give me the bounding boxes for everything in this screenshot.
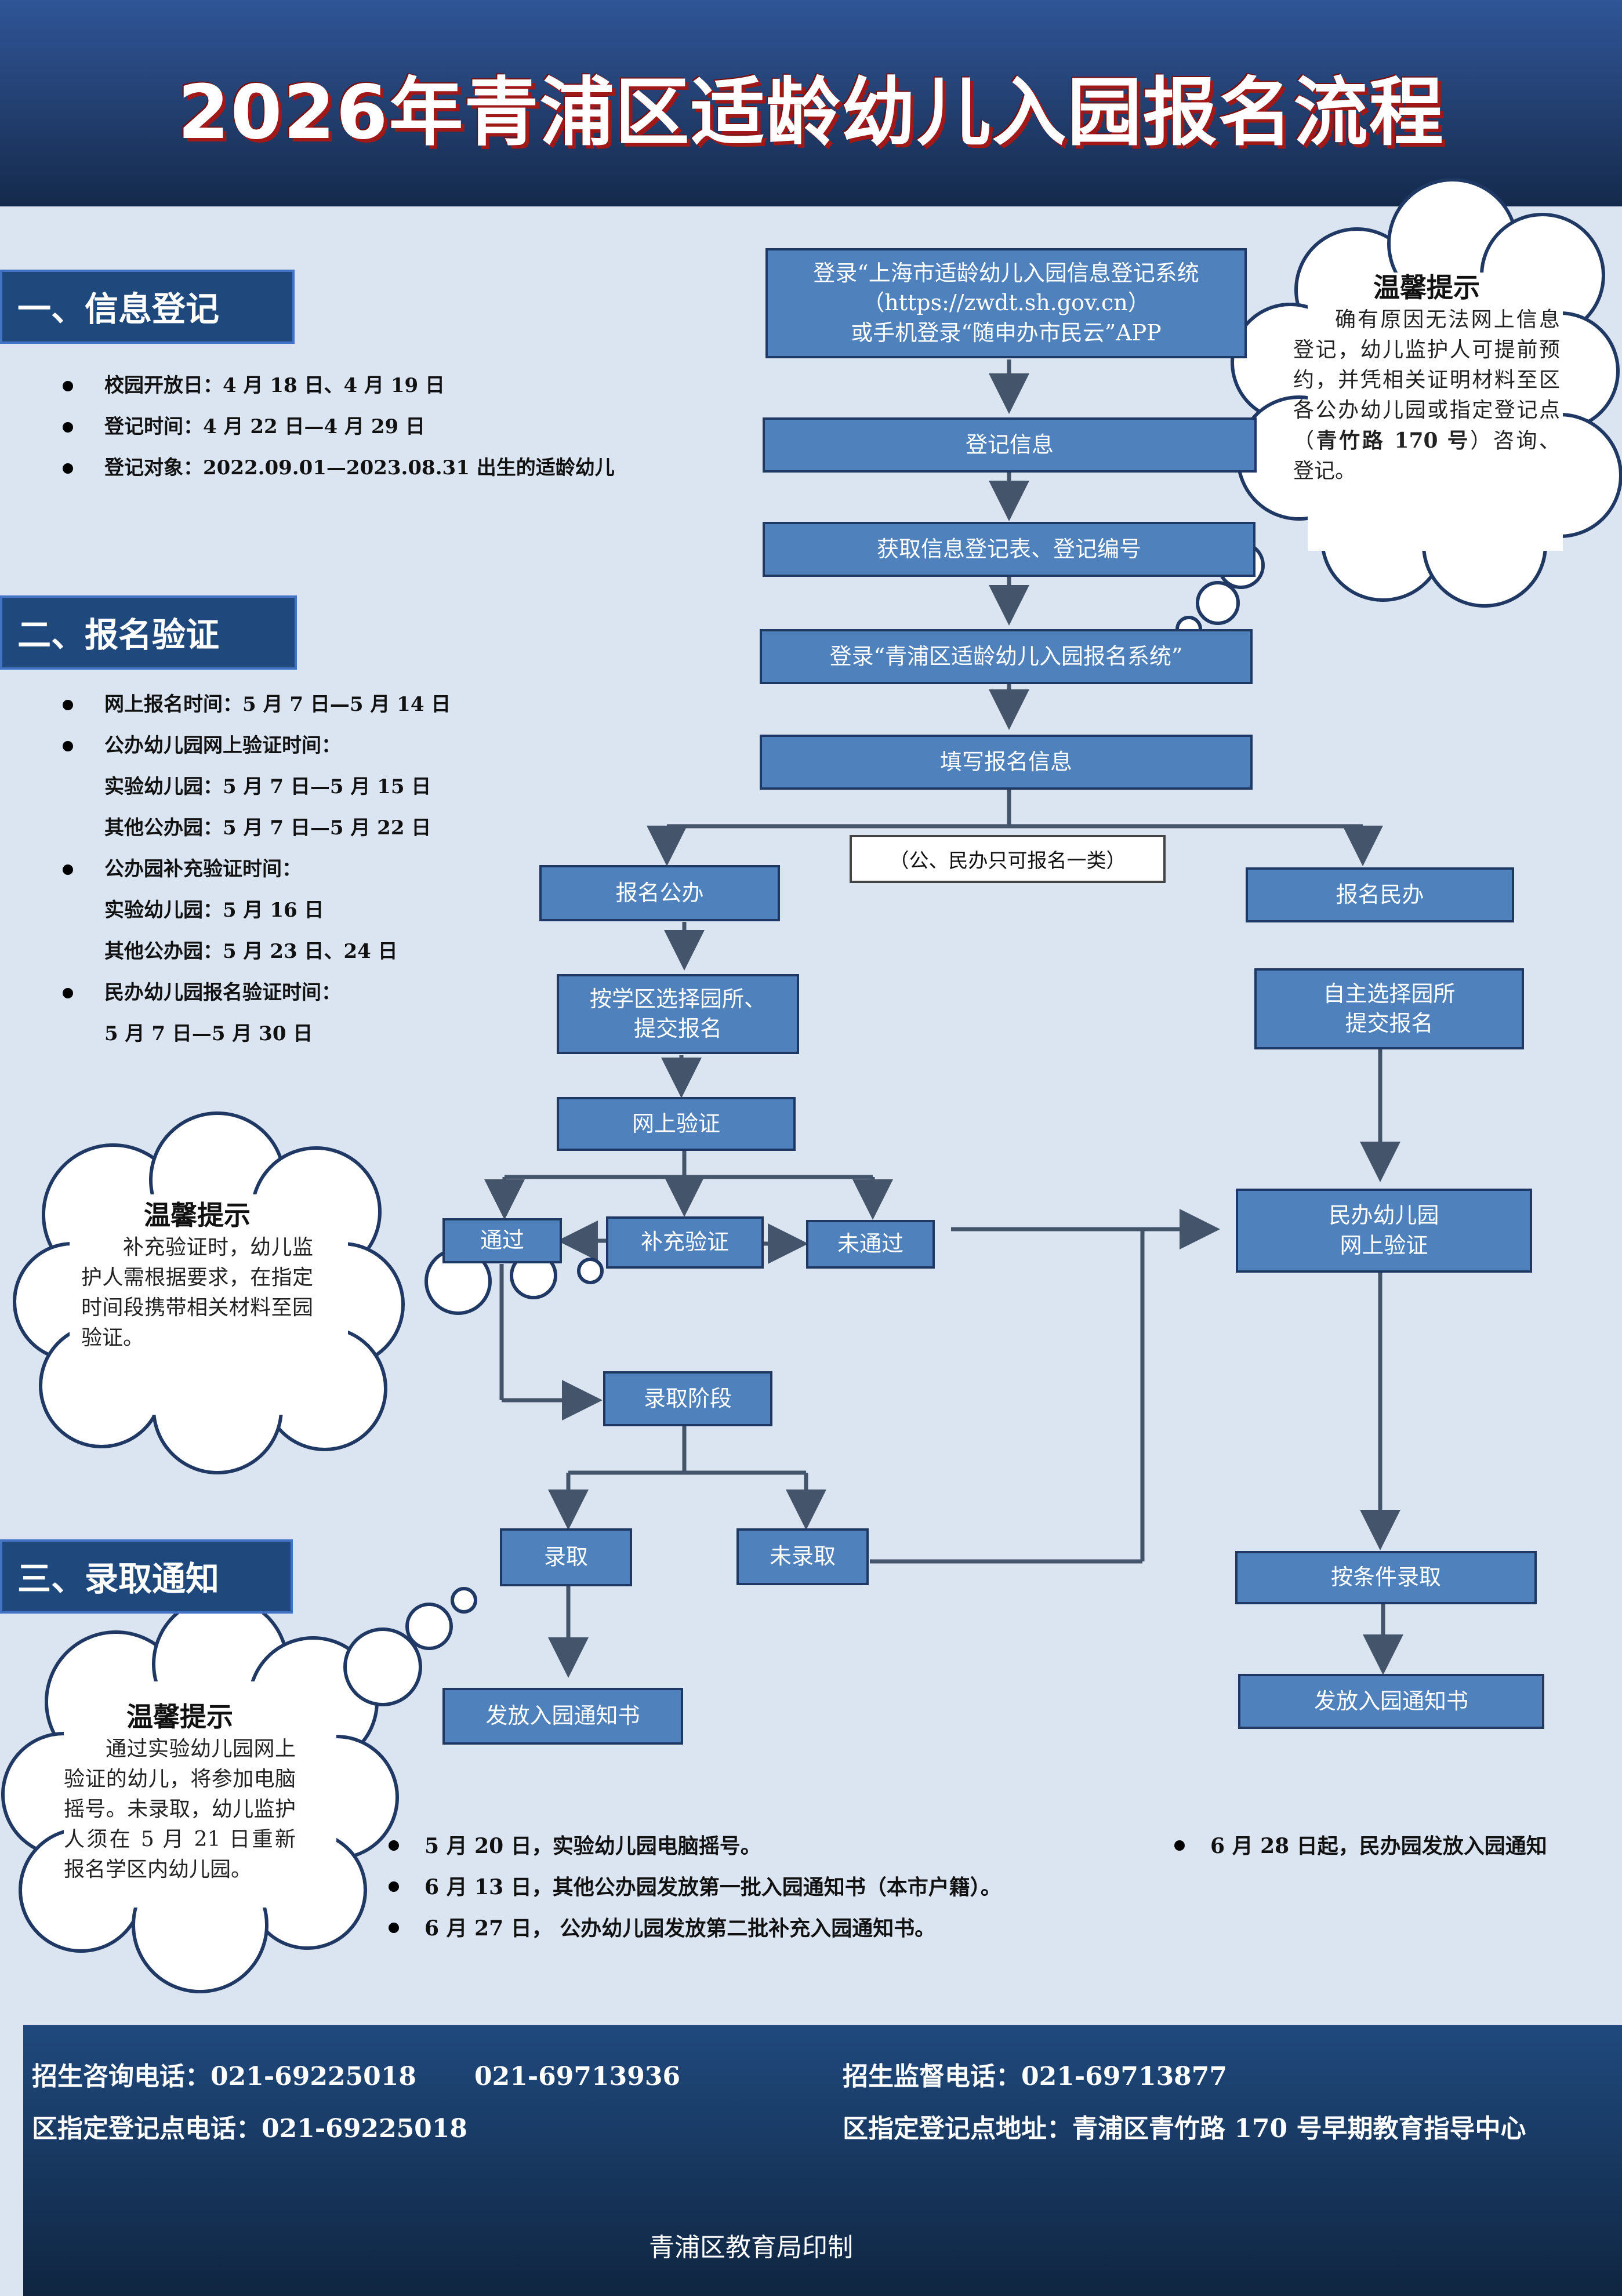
conditional-admit-box: 按条件录取 <box>1235 1551 1537 1604</box>
tip-2-title: 温馨提示 <box>144 1200 251 1231</box>
list-item: 实验幼儿园：5 月 7 日—5 月 15 日 <box>104 775 431 798</box>
list-item: 网上报名时间：5 月 7 日—5 月 14 日 <box>58 684 451 725</box>
only-one-note: （公、民办只可报名一类） <box>850 835 1166 883</box>
admitted-box: 录取 <box>500 1528 632 1586</box>
list-item: 公办园补充验证时间： <box>58 849 451 890</box>
tip-1-title: 温馨提示 <box>1373 272 1480 303</box>
section-3-heading: 三、录取通知 <box>0 1539 293 1614</box>
list-item: 实验幼儿园：5 月 16 日 <box>104 899 324 922</box>
printer-credit: 青浦区教育局印制 <box>649 2233 853 2262</box>
private-verify-box: 民办幼儿园 网上验证 <box>1236 1189 1532 1273</box>
tip-3-body: 通过实验幼儿园网上验证的幼儿，将参加电脑摇号。未录取，幼儿监护人须在 5 月 2… <box>64 1737 296 1881</box>
list-item: 民办幼儿园报名验证时间： <box>58 972 451 1013</box>
login-qingpu-box: 登录“青浦区适龄幼儿入园报名系统” <box>760 629 1253 684</box>
page-title: 2026年青浦区适龄幼儿入园报名流程 <box>177 70 1445 156</box>
list-item: 公办幼儿园网上验证时间： <box>58 725 451 766</box>
header-banner <box>0 0 1622 206</box>
bottom-note: 5 月 20 日，实验幼儿园电脑摇号。 <box>389 1829 761 1859</box>
tip-1: 温馨提示 确有原因无法网上信息登记，幼儿监护人可提前预约，并凭相关证明材料至区各… <box>1293 267 1560 486</box>
issue-notice-private-box: 发放入园通知书 <box>1238 1674 1544 1729</box>
section-1-list: 校园开放日：4 月 18 日、4 月 19 日 登记时间：4 月 22 日—4 … <box>58 365 615 489</box>
list-item: 5 月 7 日—5 月 30 日 <box>104 1022 313 1045</box>
bottom-note: 6 月 27 日， 公办幼儿园发放第二批补充入园通知书。 <box>389 1912 935 1942</box>
list-item: 其他公办园：5 月 23 日、24 日 <box>104 940 398 963</box>
section-2-heading: 二、报名验证 <box>0 595 297 670</box>
list-item: 登记时间：4 月 22 日—4 月 29 日 <box>58 406 615 448</box>
choose-self-box: 自主选择园所 提交报名 <box>1254 968 1524 1049</box>
admission-stage-box: 录取阶段 <box>603 1371 772 1426</box>
issue-notice-public-box: 发放入园通知书 <box>442 1688 683 1745</box>
list-item: 其他公办园：5 月 7 日—5 月 22 日 <box>104 816 431 840</box>
supervise-phone: 招生监督电话：021-69713877 <box>843 2062 1228 2091</box>
tip-2: 温馨提示 补充验证时，幼儿监护人需根据要求，在指定时间段携带相关材料至园验证。 <box>81 1194 313 1353</box>
online-verify-box: 网上验证 <box>557 1097 796 1151</box>
register-info-box: 登记信息 <box>763 417 1257 473</box>
apply-public-box: 报名公办 <box>539 865 780 921</box>
supplement-verify-box: 补充验证 <box>606 1216 764 1269</box>
registration-address: 区指定登记点地址：青浦区青竹路 170 号早期教育指导中心 <box>843 2114 1526 2144</box>
registration-phone: 区指定登记点电话：021-69225018 <box>32 2114 468 2144</box>
tip-3-title: 温馨提示 <box>126 1701 233 1732</box>
get-form-box: 获取信息登记表、登记编号 <box>763 522 1255 577</box>
list-item: 校园开放日：4 月 18 日、4 月 19 日 <box>58 365 615 406</box>
not-admitted-box: 未录取 <box>736 1528 869 1585</box>
fail-box: 未通过 <box>806 1220 935 1269</box>
pass-box: 通过 <box>442 1218 562 1263</box>
section-1-heading: 一、信息登记 <box>0 270 295 344</box>
list-item: 登记对象：2022.09.01—2023.08.31 出生的适龄幼儿 <box>58 448 615 489</box>
tip-2-body: 补充验证时，幼儿监护人需根据要求，在指定时间段携带相关材料至园验证。 <box>81 1236 313 1350</box>
bottom-note: 6 月 13 日，其他公办园发放第一批入园通知书（本市户籍）。 <box>389 1870 1001 1901</box>
fill-info-box: 填写报名信息 <box>760 735 1253 790</box>
bottom-note: 6 月 28 日起，民办园发放入园通知 <box>1174 1829 1547 1859</box>
tip-1-body: 确有原因无法网上信息登记，幼儿监护人可提前预约，并凭相关证明材料至区各公办幼儿园… <box>1293 308 1560 483</box>
choose-district-box: 按学区选择园所、 提交报名 <box>557 974 799 1054</box>
apply-private-box: 报名民办 <box>1246 867 1514 922</box>
login-system-box: 登录“上海市适龄幼儿入园信息登记系统 （https://zwdt.sh.gov.… <box>765 248 1247 358</box>
section-2-list: 网上报名时间：5 月 7 日—5 月 14 日 公办幼儿园网上验证时间： 实验幼… <box>58 684 451 1055</box>
tip-3: 温馨提示 通过实验幼儿园网上验证的幼儿，将参加电脑摇号。未录取，幼儿监护人须在 … <box>64 1696 296 1885</box>
